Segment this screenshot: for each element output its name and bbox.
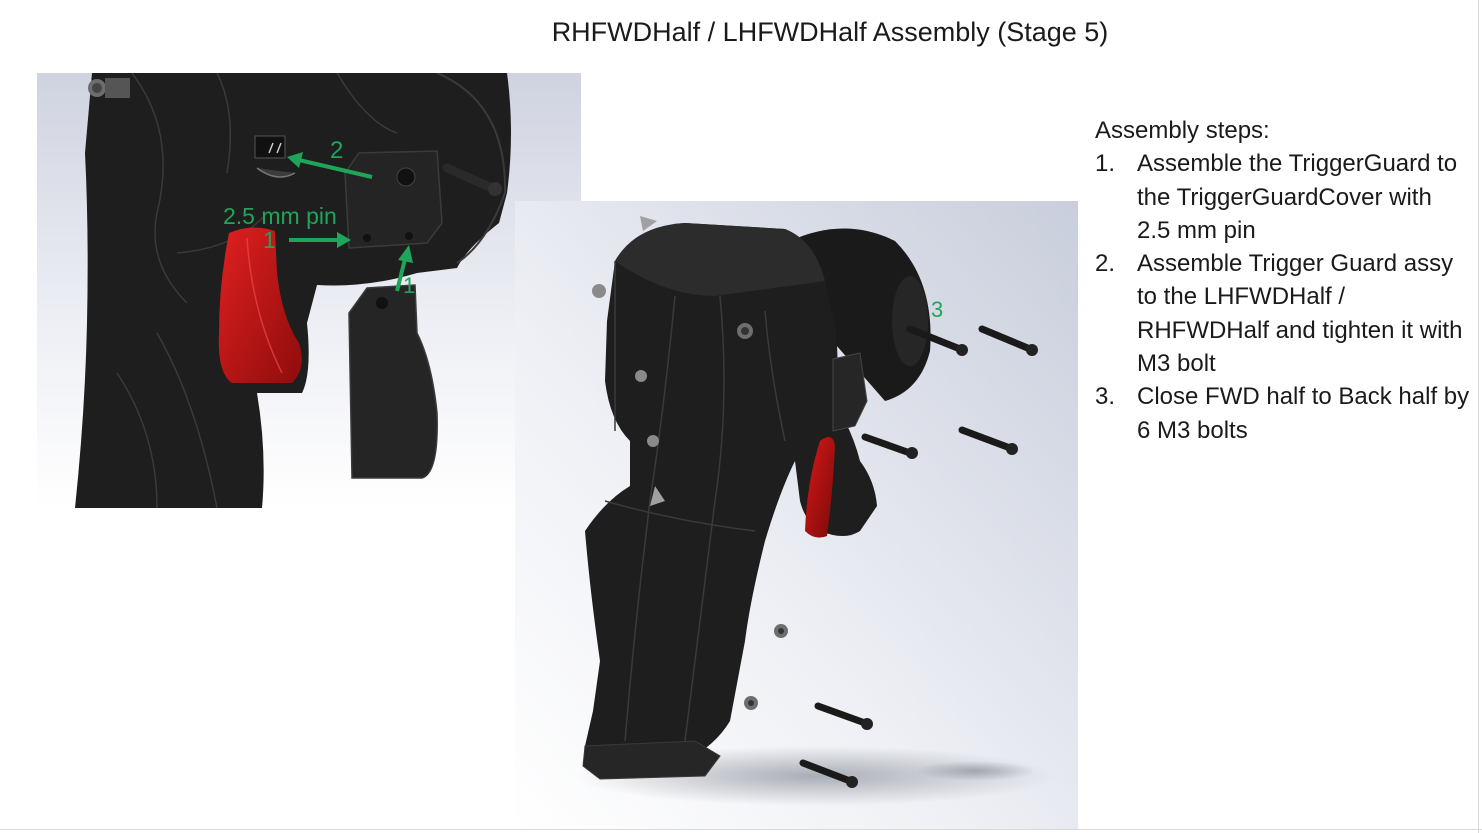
step-number: 2. [1095, 250, 1116, 278]
slide-border [0, 829, 1482, 830]
detail-render-image: 2 2.5 mm pin 1 1 [37, 73, 581, 508]
step-text: Close FWD half to Back half by 6 M3 bolt… [1137, 383, 1470, 444]
main-render-image: 3 [515, 201, 1078, 829]
slide-border [1478, 0, 1479, 833]
callout-2: 2 [330, 137, 343, 164]
callout-1b: 1 [403, 273, 415, 298]
callout-3: 3 [931, 297, 943, 322]
slide-title: RHFWDHalf / LHFWDHalf Assembly (Stage 5) [551, 17, 1109, 47]
step-item: 3. Close FWD half to Back half by 6 M3 b… [1095, 380, 1470, 447]
step-text: Assemble the TriggerGuard to the Trigger… [1137, 150, 1458, 244]
step-number: 3. [1095, 383, 1116, 411]
steps-heading: Assembly steps: [1095, 117, 1270, 144]
step-number: 1. [1095, 150, 1116, 178]
callout-1a: 1 [263, 227, 276, 253]
steps-list: 1. Assemble the TriggerGuard to the Trig… [1095, 147, 1470, 447]
step-text: Assemble Trigger Guard assy to the LHFWD… [1137, 250, 1463, 378]
detail-render-svg: 2 2.5 mm pin 1 1 [37, 73, 581, 508]
step-item: 1. Assemble the TriggerGuard to the Trig… [1095, 147, 1470, 247]
callout-pin-label: 2.5 mm pin [223, 203, 337, 229]
assembly-steps: Assembly steps: 1. Assemble the TriggerG… [1095, 114, 1470, 447]
step-item: 2. Assemble Trigger Guard assy to the LH… [1095, 247, 1470, 380]
main-render-svg: 3 [515, 201, 1078, 829]
